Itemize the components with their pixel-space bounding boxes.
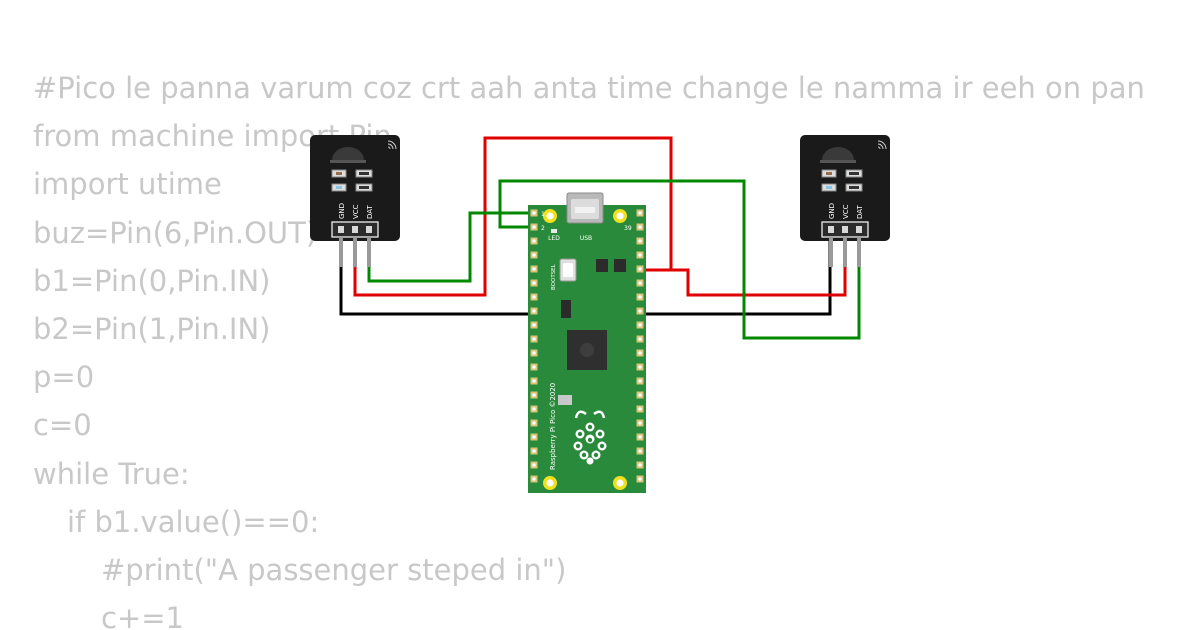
signal-icon [387, 140, 397, 150]
pin2-label: 2 [541, 225, 545, 232]
raspberry-pi-pico[interactable]: USB LED 1 2 39 BOOTSEL Raspberry Pi Pico… [528, 192, 646, 493]
code-line: while True: [33, 456, 190, 491]
pin-label-vcc: VCC [842, 204, 850, 219]
code-line: b1=Pin(0,Pin.IN) [33, 263, 271, 298]
smd-component [558, 395, 572, 405]
ir-receiver-body [820, 160, 856, 163]
pin39-label: 39 [624, 225, 632, 232]
pin1-label: 1 [541, 211, 545, 218]
signal-icon [877, 140, 887, 150]
smd-component [596, 259, 608, 272]
pico-pin-holes-left [530, 209, 538, 483]
pin-label-dat: DAT [366, 204, 374, 219]
pin-label-gnd: GND [338, 203, 346, 219]
led-label: LED [548, 235, 560, 242]
pin-leg-gnd[interactable] [339, 237, 343, 267]
usb-connector[interactable] [566, 192, 604, 224]
code-line: b2=Pin(1,Pin.IN) [33, 312, 271, 346]
pin-leg-vcc[interactable] [843, 237, 847, 267]
usb-label: USB [580, 235, 592, 242]
ir-sensor-left[interactable]: GND VCC DAT [310, 135, 400, 267]
rp2040-chip [567, 330, 607, 370]
ir-receiver-dome [332, 147, 364, 160]
onboard-led [551, 229, 557, 233]
code-line: if b1.value()==0: [67, 504, 320, 539]
pin-leg-vcc[interactable] [353, 237, 357, 267]
smd-component [614, 259, 626, 272]
code-line: #Pico le panna varum coz crt aah anta ti… [33, 71, 1145, 105]
pin-label-dat: DAT [856, 204, 864, 219]
code-line: import utime [33, 167, 222, 202]
pin-label-vcc: VCC [352, 204, 360, 219]
code-line: #print("A passenger steped in") [101, 553, 567, 587]
wire-right-dat[interactable] [498, 179, 861, 340]
code-line: buz=Pin(6,Pin.OUT) [33, 215, 318, 250]
board-name: Raspberry Pi Pico ©2020 [549, 383, 557, 470]
pico-pin-holes-right [636, 209, 644, 483]
smd-component [561, 300, 571, 318]
bootsel-label: BOOTSEL [551, 263, 557, 290]
code-line: c=0 [33, 408, 92, 443]
ir-sensor-right[interactable]: GND VCC DAT [800, 135, 890, 267]
pin-label-gnd: GND [828, 203, 836, 219]
ir-receiver-body [330, 160, 366, 163]
code-line: c+=1 [101, 601, 184, 630]
wire-right-gnd[interactable] [636, 236, 832, 316]
pin-leg-dat[interactable] [367, 237, 371, 267]
code-line: p=0 [33, 360, 95, 395]
pin-leg-gnd[interactable] [829, 237, 833, 267]
bootsel-button[interactable] [559, 258, 577, 282]
wire-right-vcc[interactable] [636, 236, 847, 297]
pin-leg-dat[interactable] [857, 237, 861, 267]
ir-receiver-dome [822, 147, 854, 160]
